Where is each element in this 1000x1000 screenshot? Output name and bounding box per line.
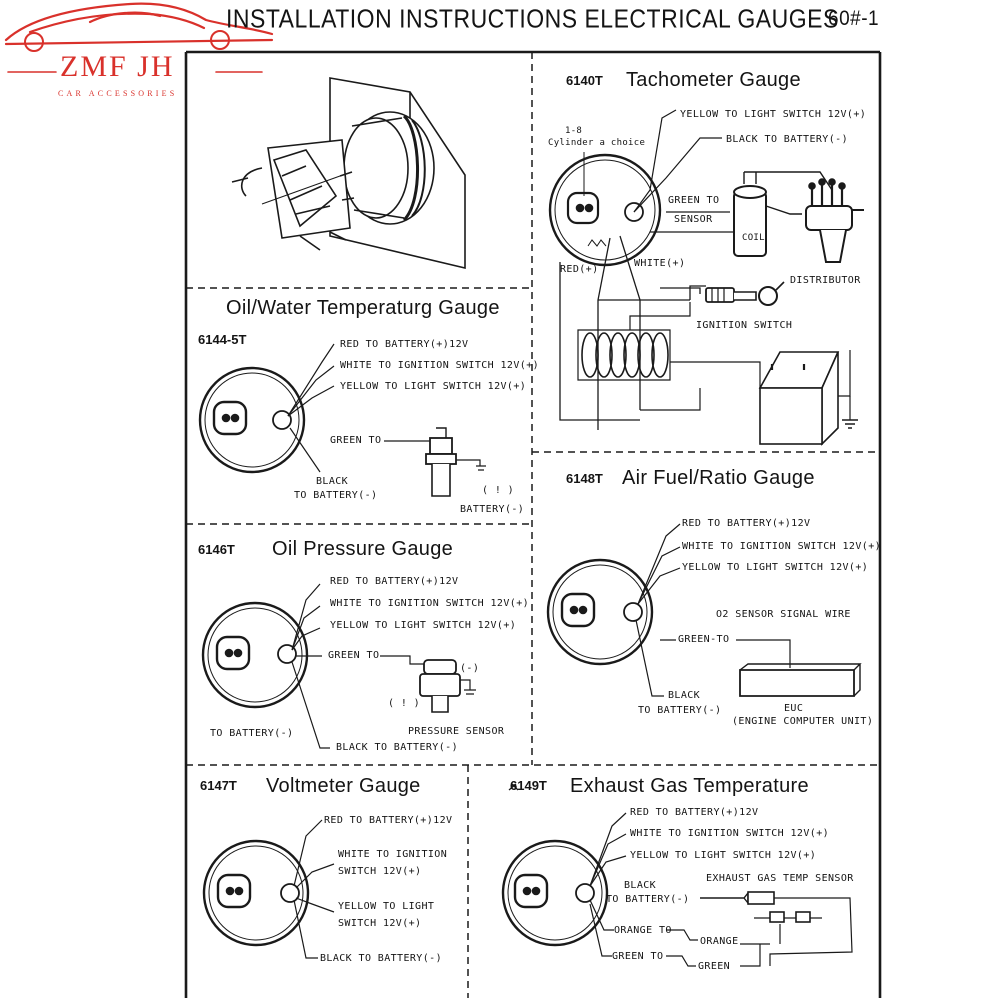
exhaust-red-label: RED TO BATTERY(+)12V [630, 807, 759, 818]
exhaust-green: GREEN [698, 961, 731, 972]
oilwater-code: 6144-5T [198, 332, 247, 347]
voltmeter-white-switch: SWITCH 12V(+) [338, 866, 422, 877]
oil-pressure-diagram [201, 583, 476, 749]
tach-green-label: GREEN TO [668, 195, 720, 206]
tach-red-label: RED(+) [560, 264, 599, 275]
oilwater-battery-label: TO BATTERY(-) [294, 490, 378, 501]
oilwater-green-label: GREEN TO [330, 435, 382, 446]
oilpressure-paren: ( ! ) [388, 698, 421, 709]
voltmeter-code: 6147T [200, 778, 237, 793]
oilpressure-minus: (-) [460, 663, 480, 674]
exhaust-orange-to: ORANGE TO [614, 925, 672, 936]
exhaust-orange: ORANGE [700, 936, 739, 947]
oilpressure-black-label: BLACK TO BATTERY(-) [336, 742, 458, 753]
airfuel-battery-label: TO BATTERY(-) [638, 705, 722, 716]
exhaust-battery-label: TO BATTERY(-) [606, 894, 690, 905]
sheet-frame [184, 50, 882, 998]
oil-water-temp-diagram [198, 343, 486, 497]
oilpressure-to-battery: TO BATTERY(-) [210, 728, 294, 739]
brand-tagline: CAR ACCESSORIES [58, 89, 178, 98]
oilpressure-green-label: GREEN TO [328, 650, 380, 661]
tachometer-diagram [548, 109, 864, 446]
voltmeter-red-label: RED TO BATTERY(+)12V [324, 815, 453, 826]
airfuel-red-label: RED TO BATTERY(+)12V [682, 518, 811, 529]
sheet-title: INSTALLATION INSTRUCTIONS ELECTRICAL GAU… [226, 3, 839, 33]
airfuel-ecu-label: EUC [784, 703, 804, 714]
oilwater-red-label: RED TO BATTERY(+)12V [340, 339, 469, 350]
mounting-illustration [231, 77, 466, 270]
airfuel-yellow-label: YELLOW TO LIGHT SWITCH 12V(+) [682, 562, 869, 573]
air-fuel-diagram [546, 523, 862, 697]
tach-title: Tachometer Gauge [626, 69, 801, 91]
oilpressure-sensor-label: PRESSURE SENSOR [408, 726, 505, 737]
tach-coil-label: COIL [742, 233, 765, 243]
oilwater-title: Oil/Water Temperaturg Gauge [226, 297, 500, 319]
airfuel-green-label: GREEN-TO [678, 634, 730, 645]
oilwater-sensor-battery: BATTERY(-) [460, 504, 525, 515]
airfuel-title: Air Fuel/Ratio Gauge [622, 467, 815, 489]
brand-car-icon [4, 2, 274, 73]
airfuel-white-label: WHITE TO IGNITION SWITCH 12V(+) [682, 541, 882, 552]
oilwater-white-label: WHITE TO IGNITION SWITCH 12V(+) [340, 360, 540, 371]
voltmeter-yellow-label: YELLOW TO LIGHT [338, 901, 435, 912]
airfuel-ecu-desc: (ENGINE COMPUTER UNIT) [732, 716, 874, 727]
oilpressure-code: 6146T [198, 542, 235, 557]
airfuel-black-label: BLACK [668, 690, 701, 701]
exhaust-yellow-label: YELLOW TO LIGHT SWITCH 12V(+) [630, 850, 817, 861]
tach-yellow-label: YELLOW TO LIGHT SWITCH 12V(+) [680, 109, 867, 120]
oilpressure-title: Oil Pressure Gauge [272, 538, 454, 560]
airfuel-code: 6148T [566, 471, 603, 486]
tach-distributor-label: DISTRIBUTOR [790, 275, 861, 286]
voltmeter-black-label: BLACK TO BATTERY(-) [320, 953, 442, 964]
oilwater-yellow-label: YELLOW TO LIGHT SWITCH 12V(+) [340, 381, 527, 392]
exhaust-black-label: BLACK [624, 880, 657, 891]
oilpressure-white-label: WHITE TO IGNITION SWITCH 12V(+) [330, 598, 530, 609]
voltmeter-yellow-switch: SWITCH 12V(+) [338, 918, 422, 929]
airfuel-o2-label: O2 SENSOR SIGNAL WIRE [716, 609, 851, 620]
exhaust-temp-diagram [501, 783, 853, 967]
exhaust-title: Exhaust Gas Temperature [570, 775, 809, 797]
oilwater-paren: ( ! ) [482, 485, 515, 496]
tach-ignition-label: IGNITION SWITCH [696, 320, 793, 331]
voltmeter-white-label: WHITE TO IGNITION [338, 849, 448, 860]
tach-cyl-range: 1-8 [565, 126, 583, 136]
exhaust-code: 6149T [510, 778, 547, 793]
tach-code: 6140T [566, 73, 603, 88]
exhaust-green-to: GREEN TO [612, 951, 664, 962]
tach-cyl-choice: Cylinder a choice [548, 138, 646, 148]
page-code: 60#-1 [828, 6, 880, 31]
tach-white-label: WHITE(+) [634, 258, 686, 269]
voltmeter-title: Voltmeter Gauge [266, 775, 421, 797]
voltmeter-diagram [202, 819, 335, 959]
exhaust-sensor-label: EXHAUST GAS TEMP SENSOR [706, 873, 854, 884]
exhaust-white-label: WHITE TO IGNITION SWITCH 12V(+) [630, 828, 830, 839]
tach-black-label: BLACK TO BATTERY(-) [726, 134, 848, 145]
oilwater-black-label: BLACK [316, 476, 349, 487]
brand-name: ZMF JH [60, 50, 175, 83]
oilpressure-yellow-label: YELLOW TO LIGHT SWITCH 12V(+) [330, 620, 517, 631]
oilpressure-red-label: RED TO BATTERY(+)12V [330, 576, 459, 587]
tach-sensor-label: SENSOR [674, 214, 713, 225]
